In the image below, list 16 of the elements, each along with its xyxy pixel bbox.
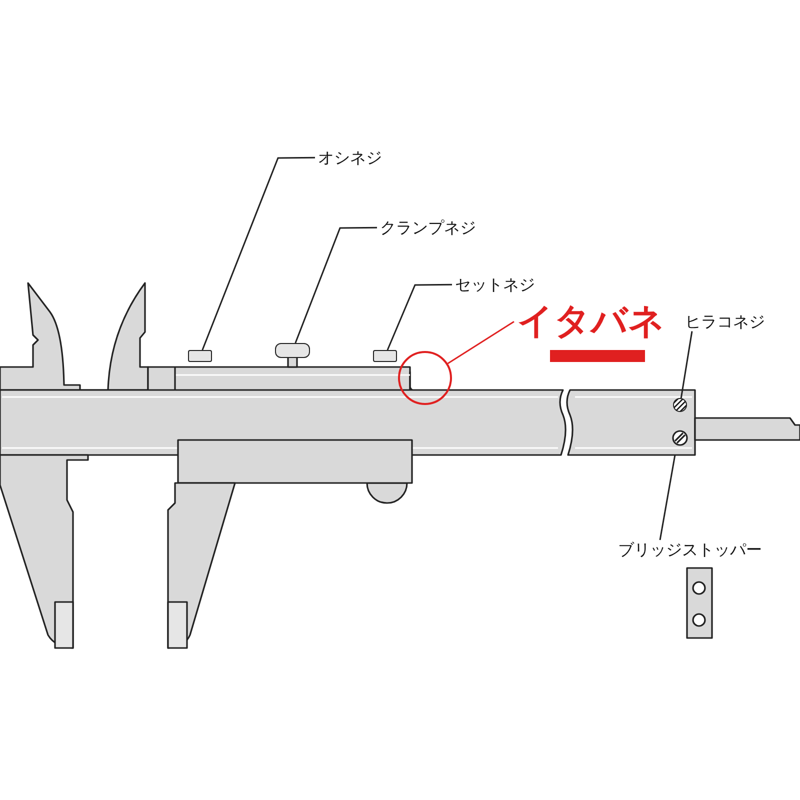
leader-line (659, 454, 676, 540)
leader-line (294, 226, 377, 344)
part-label: クランプネジ (380, 218, 476, 238)
leader-line (202, 156, 315, 350)
highlight-circle (398, 351, 452, 405)
part-label: ブリッジストッパー (618, 540, 762, 560)
leader-line (680, 331, 693, 398)
part-label: ヒラコネジ (685, 312, 765, 332)
leader-line (447, 320, 514, 364)
leader-line (386, 284, 452, 350)
clamp-knob (275, 343, 310, 358)
screw-head (373, 350, 397, 362)
part-label: セットネジ (455, 275, 535, 294)
part-label: オシネジ (318, 148, 382, 168)
part-label: イタバネ (517, 300, 665, 344)
screw-head (188, 350, 212, 362)
